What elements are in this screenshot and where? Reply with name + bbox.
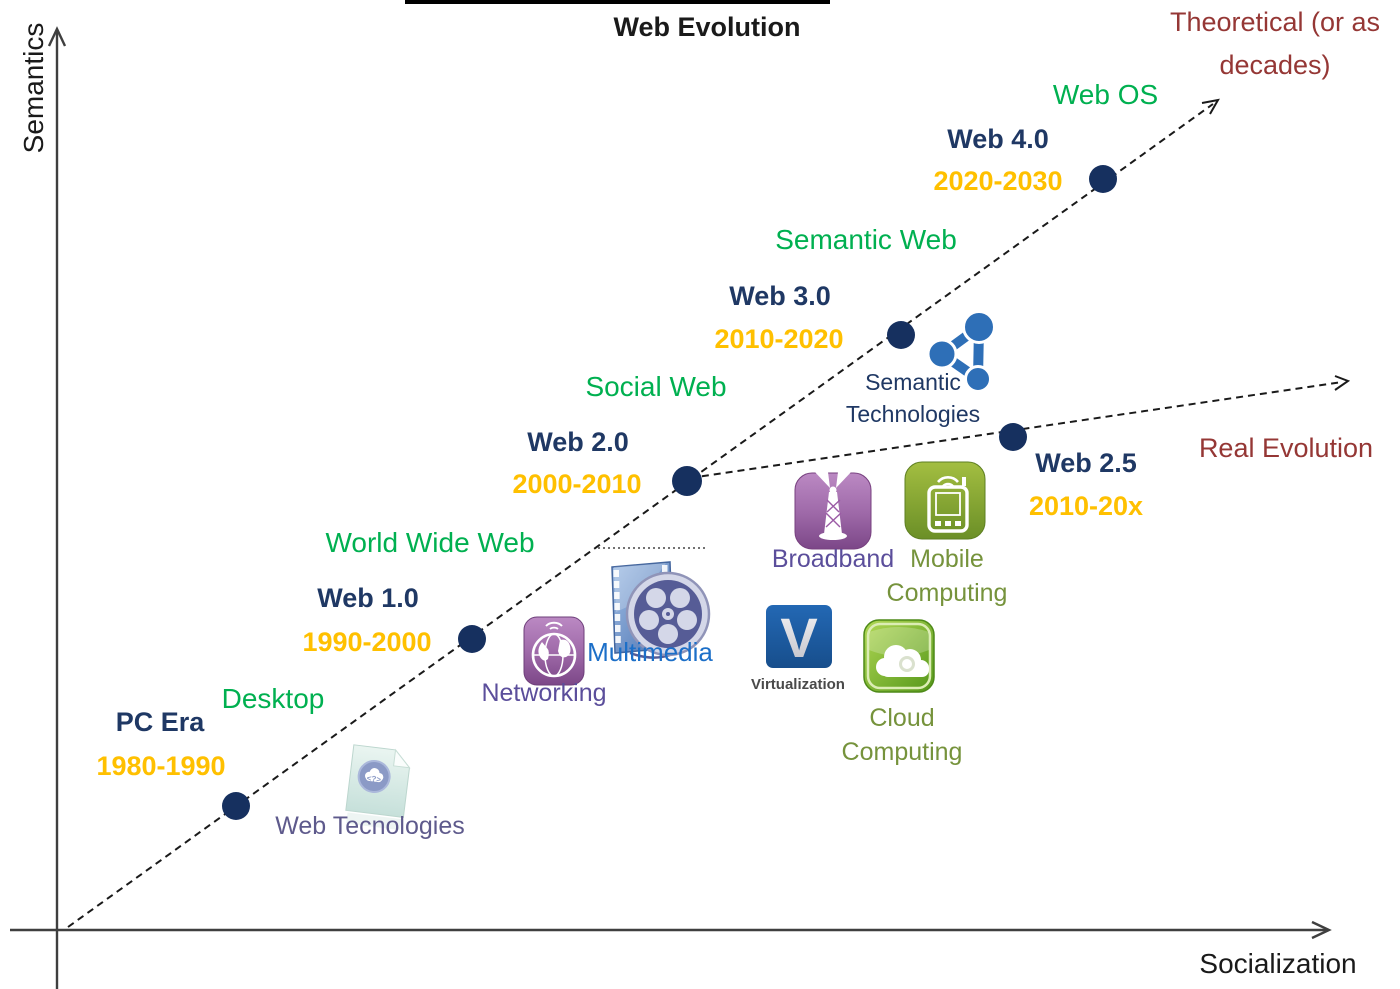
label-mobile-computing: Mobile Computing [886, 545, 1008, 607]
milestone-pc-era-name: PC Era [115, 707, 205, 737]
milestone-web2-name: Web 2.0 [527, 427, 629, 457]
stage-semantic-web: Semantic Web [775, 224, 957, 255]
period-web25: 2010-20x [1028, 491, 1144, 521]
axes [10, 26, 1332, 989]
label-web-tecnologies: Web Tecnologies [275, 812, 465, 840]
web3-dot [887, 321, 915, 349]
label-multimedia: Multimedia [587, 637, 713, 667]
svg-text:V: V [780, 606, 817, 669]
letter-v-icon: V [766, 605, 832, 669]
top-edge-artifact [405, 0, 830, 4]
period-web2: 2000-2010 [512, 469, 642, 499]
period-pc-era: 1980-1990 [96, 751, 226, 781]
web2-dot [672, 466, 702, 496]
pc-era-dot [222, 792, 250, 820]
milestone-web4-name: Web 4.0 [947, 124, 1049, 154]
label-virtualization: Virtualization [751, 676, 845, 693]
label-semantic-technologies: Semantic Technologies [845, 369, 981, 427]
y-axis-arrowhead [47, 26, 67, 47]
film-reel-icon [611, 561, 711, 659]
web1-dot [458, 625, 486, 653]
stage-web-os: Web OS [1052, 79, 1159, 110]
stage-world-wide-web: World Wide Web [325, 527, 535, 558]
theoretical-trajectory-line [67, 98, 1220, 928]
globe-network-icon [523, 616, 585, 686]
theoretical-trajectory-label: Theoretical (or as decades) [1169, 7, 1381, 80]
mobile-phone-icon [904, 461, 986, 540]
period-web3: 2010-2020 [714, 324, 844, 354]
milestone-web25-name: Web 2.5 [1035, 448, 1137, 478]
svg-text:<?>: <?> [366, 774, 382, 785]
stage-social-web: Social Web [585, 371, 727, 402]
milestone-dots [222, 165, 1117, 820]
milestone-web1-name: Web 1.0 [317, 583, 419, 613]
web25-dot [999, 423, 1027, 451]
label-networking: Networking [481, 679, 607, 707]
rdf-graph-icon [926, 310, 996, 393]
diagram-title: Web Evolution [613, 12, 801, 42]
x-axis-arrowhead [1311, 920, 1332, 940]
antenna-tower-icon [794, 463, 872, 550]
cloud-icon [863, 619, 935, 693]
milestone-web3-name: Web 3.0 [729, 281, 831, 311]
web4-dot [1089, 165, 1117, 193]
label-cloud-computing: Cloud Computing [841, 704, 963, 766]
stage-desktop: Desktop [221, 683, 325, 714]
label-broadband: Broadband [771, 545, 895, 573]
document-code-icon: <?> [345, 744, 411, 831]
y-axis-label: Semantics [18, 22, 49, 154]
period-web4: 2020-2030 [933, 166, 1063, 196]
x-axis-label: Socialization [1199, 948, 1357, 979]
period-web1: 1990-2000 [302, 627, 432, 657]
real-trajectory-label: Real Evolution [1198, 433, 1374, 463]
